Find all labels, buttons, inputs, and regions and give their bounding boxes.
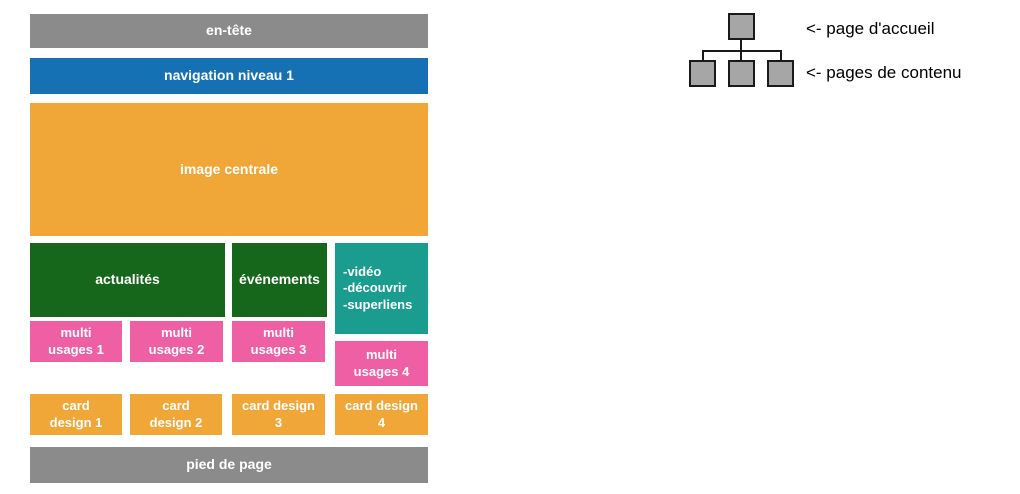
multi-usage-block-2: multi usages 2 (130, 321, 223, 362)
nav-level1-block: navigation niveau 1 (30, 58, 428, 94)
card-design-label-1: card design 1 (49, 398, 103, 430)
links-line-video: -vidéo (343, 264, 382, 280)
sitemap-content-square-3 (767, 60, 794, 87)
sitemap-content-square-2 (728, 60, 755, 87)
sitemap-connector-vertical-right (780, 52, 782, 61)
card-design-block-3: card design 3 (232, 394, 325, 435)
sitemap-connector-vertical-middle (740, 52, 742, 61)
sitemap-content-square-1 (689, 60, 716, 87)
header-block: en-tête (30, 14, 428, 48)
card-design-label-4: card design 4 (345, 398, 418, 430)
home-page-annotation: <- page d'accueil (806, 19, 935, 38)
events-block: événements (232, 243, 327, 317)
card-design-block-1: card design 1 (30, 394, 122, 435)
card-design-block-2: card design 2 (130, 394, 222, 435)
multi-usage-block-4: multi usages 4 (335, 341, 428, 386)
news-block: actualités (30, 243, 225, 317)
sitemap-tree (685, 10, 815, 90)
sitemap-connector-vertical-left (702, 52, 704, 61)
content-pages-annotation: <- pages de contenu (806, 63, 962, 82)
sitemap-home-square (728, 13, 755, 40)
footer-block: pied de page (30, 447, 428, 483)
sitemap-connector-vertical-top (740, 40, 742, 51)
links-block: -vidéo -découvrir -superliens (335, 243, 428, 334)
multi-usage-label-1: multi usages 1 (48, 325, 104, 357)
links-line-discover: -découvrir (343, 280, 407, 296)
multi-usage-label-3: multi usages 3 (250, 325, 307, 357)
sitemap-connector-horizontal (702, 50, 782, 52)
multi-usage-block-3: multi usages 3 (232, 321, 325, 362)
central-image-block: image centrale (30, 103, 428, 236)
multi-usage-label-2: multi usages 2 (148, 325, 205, 357)
card-design-label-3: card design 3 (242, 398, 315, 430)
card-design-block-4: card design 4 (335, 394, 428, 435)
card-design-label-2: card design 2 (149, 398, 203, 430)
multi-usage-block-1: multi usages 1 (30, 321, 122, 362)
multi-usage-label-4: multi usages 4 (353, 347, 410, 379)
links-line-superlinks: -superliens (343, 296, 413, 312)
